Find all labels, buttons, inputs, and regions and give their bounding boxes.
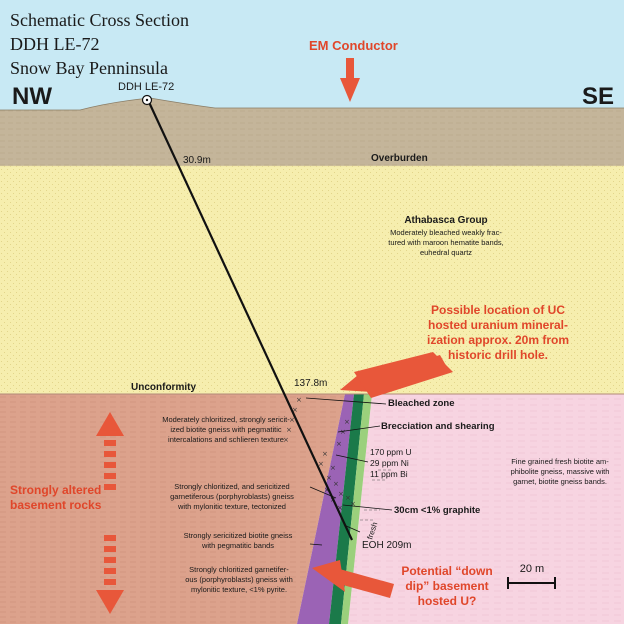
direction-se: SE bbox=[582, 83, 614, 110]
svg-text:×: × bbox=[326, 474, 332, 482]
overburden-label: Overburden bbox=[371, 153, 428, 164]
right-unit-line-3: garnet, biotite gneiss bands. bbox=[513, 477, 607, 486]
athabasca-name: Athabasca Group bbox=[404, 215, 487, 226]
svg-text:×: × bbox=[340, 428, 346, 436]
uc-callout-line-2: hosted uranium mineral- bbox=[428, 318, 568, 332]
uc-callout-line-1: Possible location of UC bbox=[431, 303, 565, 317]
svg-text:×: × bbox=[333, 480, 339, 488]
altered-basement-arrow bbox=[96, 412, 124, 614]
unit3-line-1: Strongly sericitized biotite gneiss bbox=[184, 531, 293, 540]
right-unit-line-1: Fine grained fresh biotite am- bbox=[511, 457, 609, 466]
athabasca-desc-3: euhedral quartz bbox=[420, 248, 472, 257]
svg-text:×: × bbox=[337, 504, 343, 512]
svg-text:×: × bbox=[338, 490, 344, 498]
svg-text:×: × bbox=[336, 440, 342, 448]
svg-text:×: × bbox=[345, 494, 351, 502]
unit2-line-2: garnetiferous (porphyroblasts) gneiss bbox=[170, 492, 294, 501]
title-line-3: Snow Bay Penninsula bbox=[10, 58, 168, 78]
unit4-line-2: ous (porphyroblasts) gneiss with bbox=[185, 575, 293, 584]
altered-label-1: Strongly altered bbox=[10, 483, 101, 497]
light-green-zone bbox=[341, 394, 372, 624]
down-dip-arrow bbox=[312, 560, 394, 598]
graphite-label: 30cm <1% graphite bbox=[394, 505, 480, 516]
assay-ni: 29 ppm Ni bbox=[370, 458, 409, 468]
down-dip-line-1: Potential “down bbox=[401, 564, 492, 578]
eoh-label: EOH 209m bbox=[362, 540, 411, 551]
altered-label-2: basement rocks bbox=[10, 498, 102, 512]
em-conductor-arrow bbox=[340, 58, 360, 102]
unit3-line-2: with pegmatitic bands bbox=[201, 541, 274, 550]
drill-hole-trace bbox=[147, 99, 353, 541]
overburden-depth: 30.9m bbox=[183, 155, 211, 166]
leader-lines bbox=[305, 397, 393, 546]
unit4-line-1: Strongly chloritized garnetifer- bbox=[189, 565, 289, 574]
svg-text:×: × bbox=[296, 396, 302, 404]
svg-text:×: × bbox=[344, 418, 350, 426]
brecciation-label: Brecciation and shearing bbox=[381, 421, 495, 432]
svg-text:×: × bbox=[330, 464, 336, 472]
em-conductor-label: EM Conductor bbox=[309, 38, 398, 53]
unit1-line-2: ized biotite gneiss with pegmatitic bbox=[170, 425, 282, 434]
unit1-line-1: Moderately chloritized, strongly sericit… bbox=[162, 415, 290, 424]
unit4-line-3: mylonitic texture, <1% pyrite. bbox=[191, 585, 287, 594]
unit1-line-3: intercalations and schlieren texture bbox=[168, 435, 284, 444]
svg-text:×: × bbox=[289, 416, 295, 424]
title-line-2: DDH LE-72 bbox=[10, 34, 99, 54]
assay-u: 170 ppm U bbox=[370, 447, 412, 457]
athabasca-desc-1: Moderately bleached weakly frac- bbox=[390, 228, 502, 237]
scale-label: 20 m bbox=[520, 563, 544, 575]
unconformity-depth: 137.8m bbox=[294, 378, 327, 389]
right-unit-line-2: phibolite gneiss, massive with bbox=[511, 467, 610, 476]
down-dip-line-2: dip” basement bbox=[405, 579, 488, 593]
bleached-zone-label: Bleached zone bbox=[388, 398, 455, 409]
unconformity-label: Unconformity bbox=[131, 382, 196, 393]
svg-text:×: × bbox=[324, 486, 330, 494]
down-dip-line-3: hosted U? bbox=[418, 594, 477, 608]
direction-nw: NW bbox=[12, 83, 52, 110]
svg-text:×: × bbox=[318, 460, 324, 468]
athabasca-desc-2: tured with maroon hematite bands, bbox=[388, 238, 503, 247]
uc-callout-line-4: historic drill hole. bbox=[448, 348, 548, 362]
svg-text:×: × bbox=[283, 436, 289, 444]
sky-layer bbox=[0, 0, 624, 112]
uc-callout-arrow bbox=[340, 352, 453, 398]
svg-text:×: × bbox=[322, 450, 328, 458]
svg-text:×: × bbox=[286, 426, 292, 434]
collar-label: DDH LE-72 bbox=[118, 81, 174, 93]
purple-alteration-zone bbox=[297, 394, 354, 624]
svg-text:×: × bbox=[292, 406, 298, 414]
uc-callout-line-3: ization approx. 20m from bbox=[427, 333, 569, 347]
unit2-line-3: with mylonitic texture, tectonized bbox=[177, 502, 286, 511]
title-line-1: Schematic Cross Section bbox=[10, 10, 189, 30]
svg-text:×: × bbox=[350, 500, 356, 508]
scale-bar bbox=[507, 577, 556, 589]
unit2-line-1: Strongly chloritized, and sericitized bbox=[174, 482, 289, 491]
assay-bi: 11 ppm Bi bbox=[370, 469, 408, 479]
